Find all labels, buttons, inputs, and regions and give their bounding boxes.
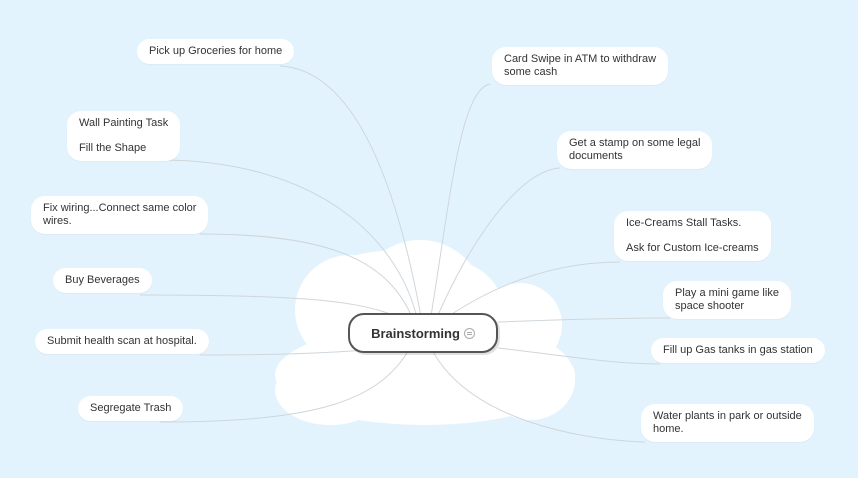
topic-segregate-trash[interactable]: Segregate Trash: [78, 396, 184, 421]
topic-health-scan[interactable]: Submit health scan at hospital.: [35, 329, 209, 354]
topic-mini-game[interactable]: Play a mini game like space shooter: [663, 281, 791, 319]
topic-label: Play a mini game like: [675, 287, 779, 299]
topic-label: Fill the Shape: [79, 142, 147, 154]
central-topic[interactable]: Brainstorming: [348, 313, 498, 353]
topic-gas-station[interactable]: Fill up Gas tanks in gas station: [651, 338, 825, 363]
topic-label: documents: [569, 150, 623, 162]
topic-label: Wall Painting Task: [79, 117, 169, 129]
topic-water-plants[interactable]: Water plants in park or outside home.: [641, 404, 814, 442]
topic-ice-creams[interactable]: Ice-Creams Stall Tasks. Ask for Custom I…: [614, 211, 771, 261]
connectors: [139, 65, 671, 443]
topic-label: Get a stamp on some legal: [569, 137, 701, 149]
topic-label: Fix wiring...Connect same color: [43, 202, 197, 214]
topic-label: Water plants in park or outside: [653, 410, 802, 422]
topic-groceries[interactable]: Pick up Groceries for home: [137, 39, 295, 64]
topic-label: Ice-Creams Stall Tasks.: [626, 217, 742, 229]
central-topic-label: Brainstorming: [371, 325, 460, 341]
topic-legal-stamp[interactable]: Get a stamp on some legal documents: [557, 131, 713, 169]
topic-label: some cash: [504, 66, 558, 78]
topic-fix-wiring[interactable]: Fix wiring...Connect same color wires.: [31, 196, 209, 234]
topic-label: wires.: [43, 215, 72, 227]
topic-label: Ask for Custom Ice-creams: [626, 242, 759, 254]
topic-label: space shooter: [675, 300, 745, 312]
topic-buy-beverages[interactable]: Buy Beverages: [53, 268, 152, 293]
note-icon[interactable]: [463, 327, 475, 339]
topic-atm[interactable]: Card Swipe in ATM to withdraw some cash: [492, 47, 669, 85]
topic-label: Pick up Groceries for home: [149, 45, 283, 57]
topic-label: home.: [653, 423, 684, 435]
topic-label: Fill up Gas tanks in gas station: [663, 344, 813, 356]
topic-label: Buy Beverages: [65, 274, 140, 286]
topic-label: Submit health scan at hospital.: [47, 335, 197, 347]
topic-label: Card Swipe in ATM to withdraw: [504, 53, 657, 65]
topic-wall-painting[interactable]: Wall Painting Task Fill the Shape: [67, 111, 181, 161]
topic-label: Segregate Trash: [90, 402, 172, 414]
